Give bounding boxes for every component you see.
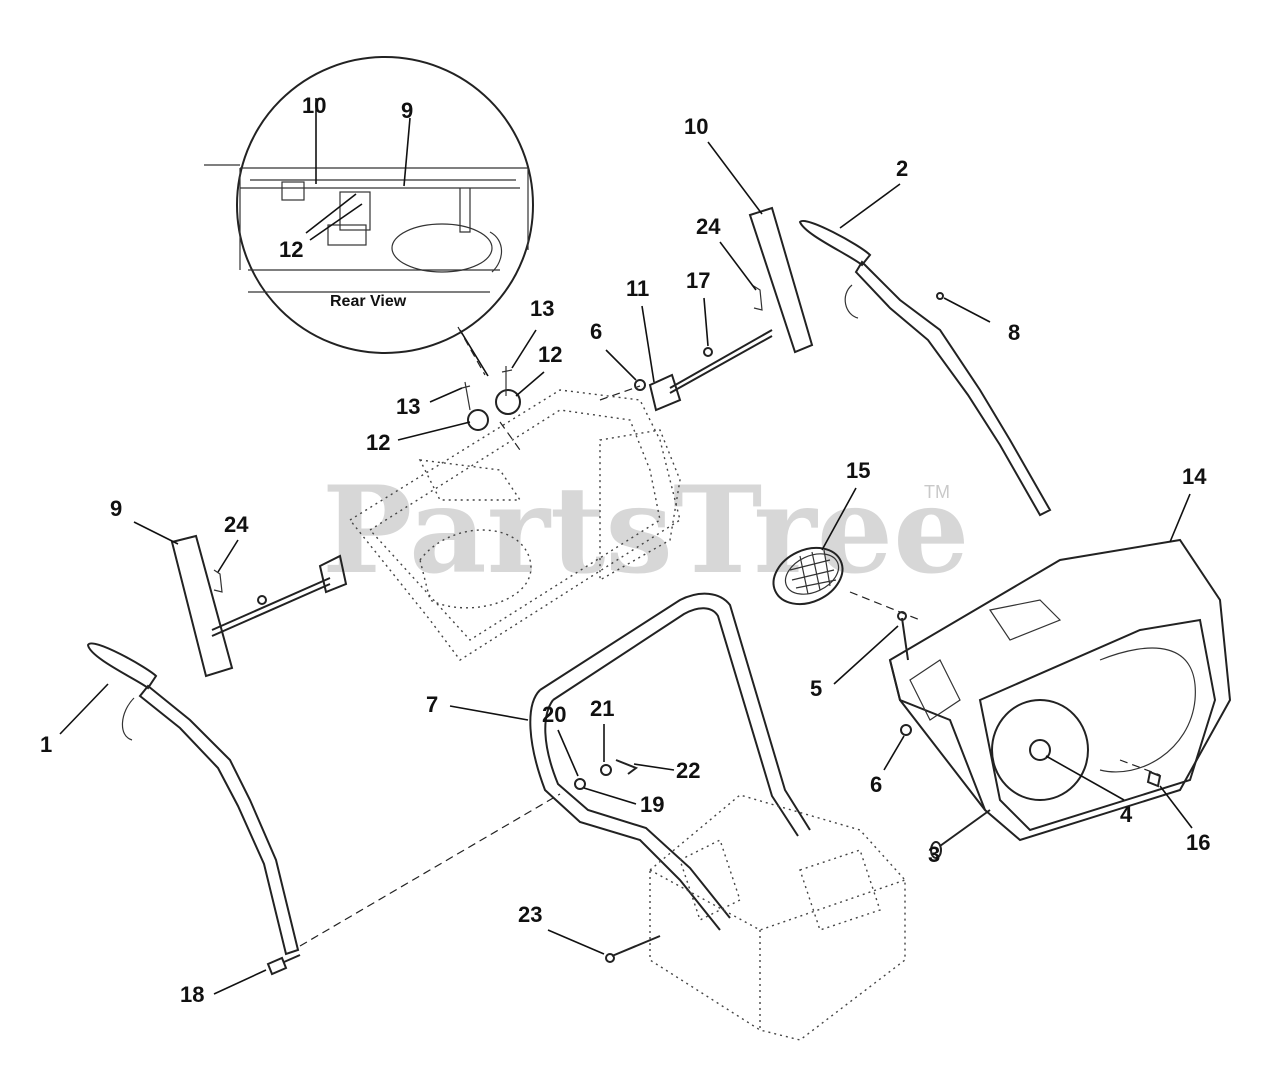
left-handle: [86, 642, 300, 956]
callout-5: 5: [810, 676, 822, 701]
callout-19: 19: [640, 792, 664, 817]
bolt-23: [605, 935, 661, 963]
callout-2: 2: [896, 156, 908, 181]
callout-1: 1: [40, 732, 52, 757]
callout-9-left: 9: [110, 496, 122, 521]
callout-16: 16: [1186, 830, 1210, 855]
callout-21: 21: [590, 696, 614, 721]
callout-23: 23: [518, 902, 542, 927]
inset-caption: Rear View: [330, 293, 407, 310]
callout-13-right: 13: [530, 296, 554, 321]
bolt-18: [266, 954, 301, 976]
callout-20: 20: [542, 702, 566, 727]
callout-4: 4: [1120, 802, 1133, 827]
rear-view-inset: 10 9 12 Rear View: [204, 56, 534, 377]
callout-6-upper: 6: [590, 319, 602, 344]
engine-block: [649, 794, 906, 1041]
callout-10-inset: 10: [302, 93, 326, 118]
callout-12-right: 12: [538, 342, 562, 367]
callout-9-inset: 9: [401, 98, 413, 123]
watermark-trademark: TM: [924, 482, 950, 502]
bolt-3: [930, 809, 991, 859]
nut-6-lower: [900, 724, 912, 736]
callout-18: 18: [180, 982, 204, 1007]
callout-3: 3: [928, 842, 940, 867]
left-handle-bracket: [170, 534, 348, 678]
callout-17: 17: [686, 268, 710, 293]
upper-handle-loop: [529, 592, 811, 931]
callout-15: 15: [846, 458, 870, 483]
right-handle: [798, 219, 1052, 517]
callout-14: 14: [1182, 464, 1207, 489]
callout-11: 11: [626, 276, 649, 301]
callout-22: 22: [676, 758, 700, 783]
auger-housing: [888, 538, 1232, 842]
callout-7: 7: [426, 692, 438, 717]
callout-24-right: 24: [696, 214, 721, 239]
right-handle-bracket: [748, 206, 814, 354]
callout-8: 8: [1008, 320, 1020, 345]
callout-6-lower: 6: [870, 772, 882, 797]
callout-13-left: 13: [396, 394, 420, 419]
bolt-16: [1146, 770, 1162, 788]
shaft-assembly-upper: [599, 329, 773, 412]
callout-12-left: 12: [366, 430, 390, 455]
watermark: PartsTree: [322, 460, 969, 601]
callout-12-inset: 12: [279, 237, 303, 262]
headlight: [772, 546, 921, 621]
callout-24-left: 24: [224, 512, 249, 537]
upper-housing: [348, 326, 681, 661]
bolt-5: [897, 611, 909, 661]
callout-10-right: 10: [684, 114, 708, 139]
